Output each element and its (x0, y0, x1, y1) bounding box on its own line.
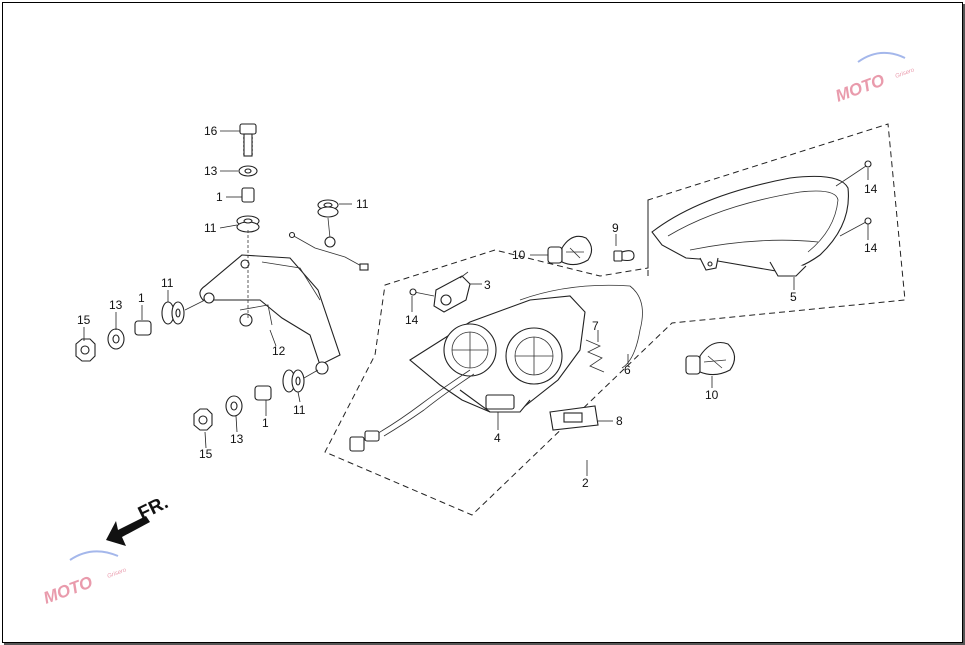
top-collar (241, 187, 255, 203)
callout-3: 3 (484, 278, 491, 292)
small-bulb (613, 250, 635, 262)
housing-gasket (519, 284, 643, 369)
front-direction-arrow: FR. (106, 492, 172, 546)
bulb-socket (433, 271, 471, 313)
lens-screw-lower (839, 217, 872, 237)
lower-collar (254, 385, 272, 401)
callout-11: 11 (293, 403, 306, 417)
callout-15: 15 (77, 313, 91, 327)
callout-11: 11 (356, 197, 369, 211)
callout-1: 1 (262, 416, 269, 430)
bulb-lower (685, 341, 736, 376)
callout-1: 1 (216, 190, 223, 204)
svg-text:Grisero: Grisero (107, 567, 128, 580)
wire-clip (288, 231, 296, 239)
callout-6: 6 (624, 363, 631, 377)
bracket-wire (291, 234, 366, 269)
lower-grommet (282, 369, 305, 393)
callout-16: 16 (204, 124, 218, 138)
callout-10: 10 (512, 248, 526, 262)
callout-15: 15 (199, 447, 213, 461)
callout-13: 13 (230, 432, 244, 446)
callout-9: 9 (612, 221, 619, 235)
bulb-upper (547, 235, 593, 266)
left-collar (134, 320, 152, 336)
callout-2: 2 (582, 476, 589, 490)
callout-8: 8 (616, 414, 623, 428)
callout-5: 5 (790, 290, 797, 304)
taillight-assembly-boundary (324, 123, 906, 516)
top-bolt (239, 123, 257, 157)
grommet-right (317, 199, 339, 248)
spring-clip (585, 339, 605, 373)
svg-text:Grisero: Grisero (895, 67, 916, 80)
lower-nut (193, 408, 213, 431)
taillight-lens (651, 175, 849, 277)
callout-14: 14 (405, 313, 419, 327)
wire-connector-plug (349, 436, 365, 452)
watermark-top-right: MOTO Grisero (833, 51, 916, 106)
callout-13: 13 (204, 164, 218, 178)
callout-13: 13 (109, 298, 123, 312)
lower-washer (225, 395, 243, 417)
socket-screw (409, 288, 435, 297)
taillight-housing (409, 295, 586, 413)
callouts: 16 13 1 11 11 15 13 1 11 12 15 13 1 11 3… (77, 124, 878, 490)
callout-11: 11 (161, 276, 174, 290)
reflector-plate (549, 405, 599, 431)
wire-connector (359, 263, 369, 271)
watermark-bottom-left: MOTO Grisero (41, 550, 128, 608)
callout-10: 10 (705, 388, 719, 402)
callout-14: 14 (864, 241, 878, 255)
callout-14: 14 (864, 182, 878, 196)
top-grommet (236, 215, 260, 233)
left-washer (107, 328, 125, 350)
callout-4: 4 (494, 431, 501, 445)
callout-7: 7 (592, 319, 599, 333)
svg-text:MOTO: MOTO (41, 573, 95, 608)
stay-bracket (199, 254, 341, 375)
housing-wire-2 (383, 373, 475, 437)
callout-1: 1 (138, 291, 145, 305)
svg-text:MOTO: MOTO (833, 71, 887, 106)
leader-lines (83, 130, 869, 476)
left-grommet (161, 301, 185, 325)
left-nut (75, 338, 96, 362)
callout-11: 11 (204, 221, 217, 235)
lens-screw-upper (835, 160, 872, 187)
callout-12: 12 (272, 344, 286, 358)
